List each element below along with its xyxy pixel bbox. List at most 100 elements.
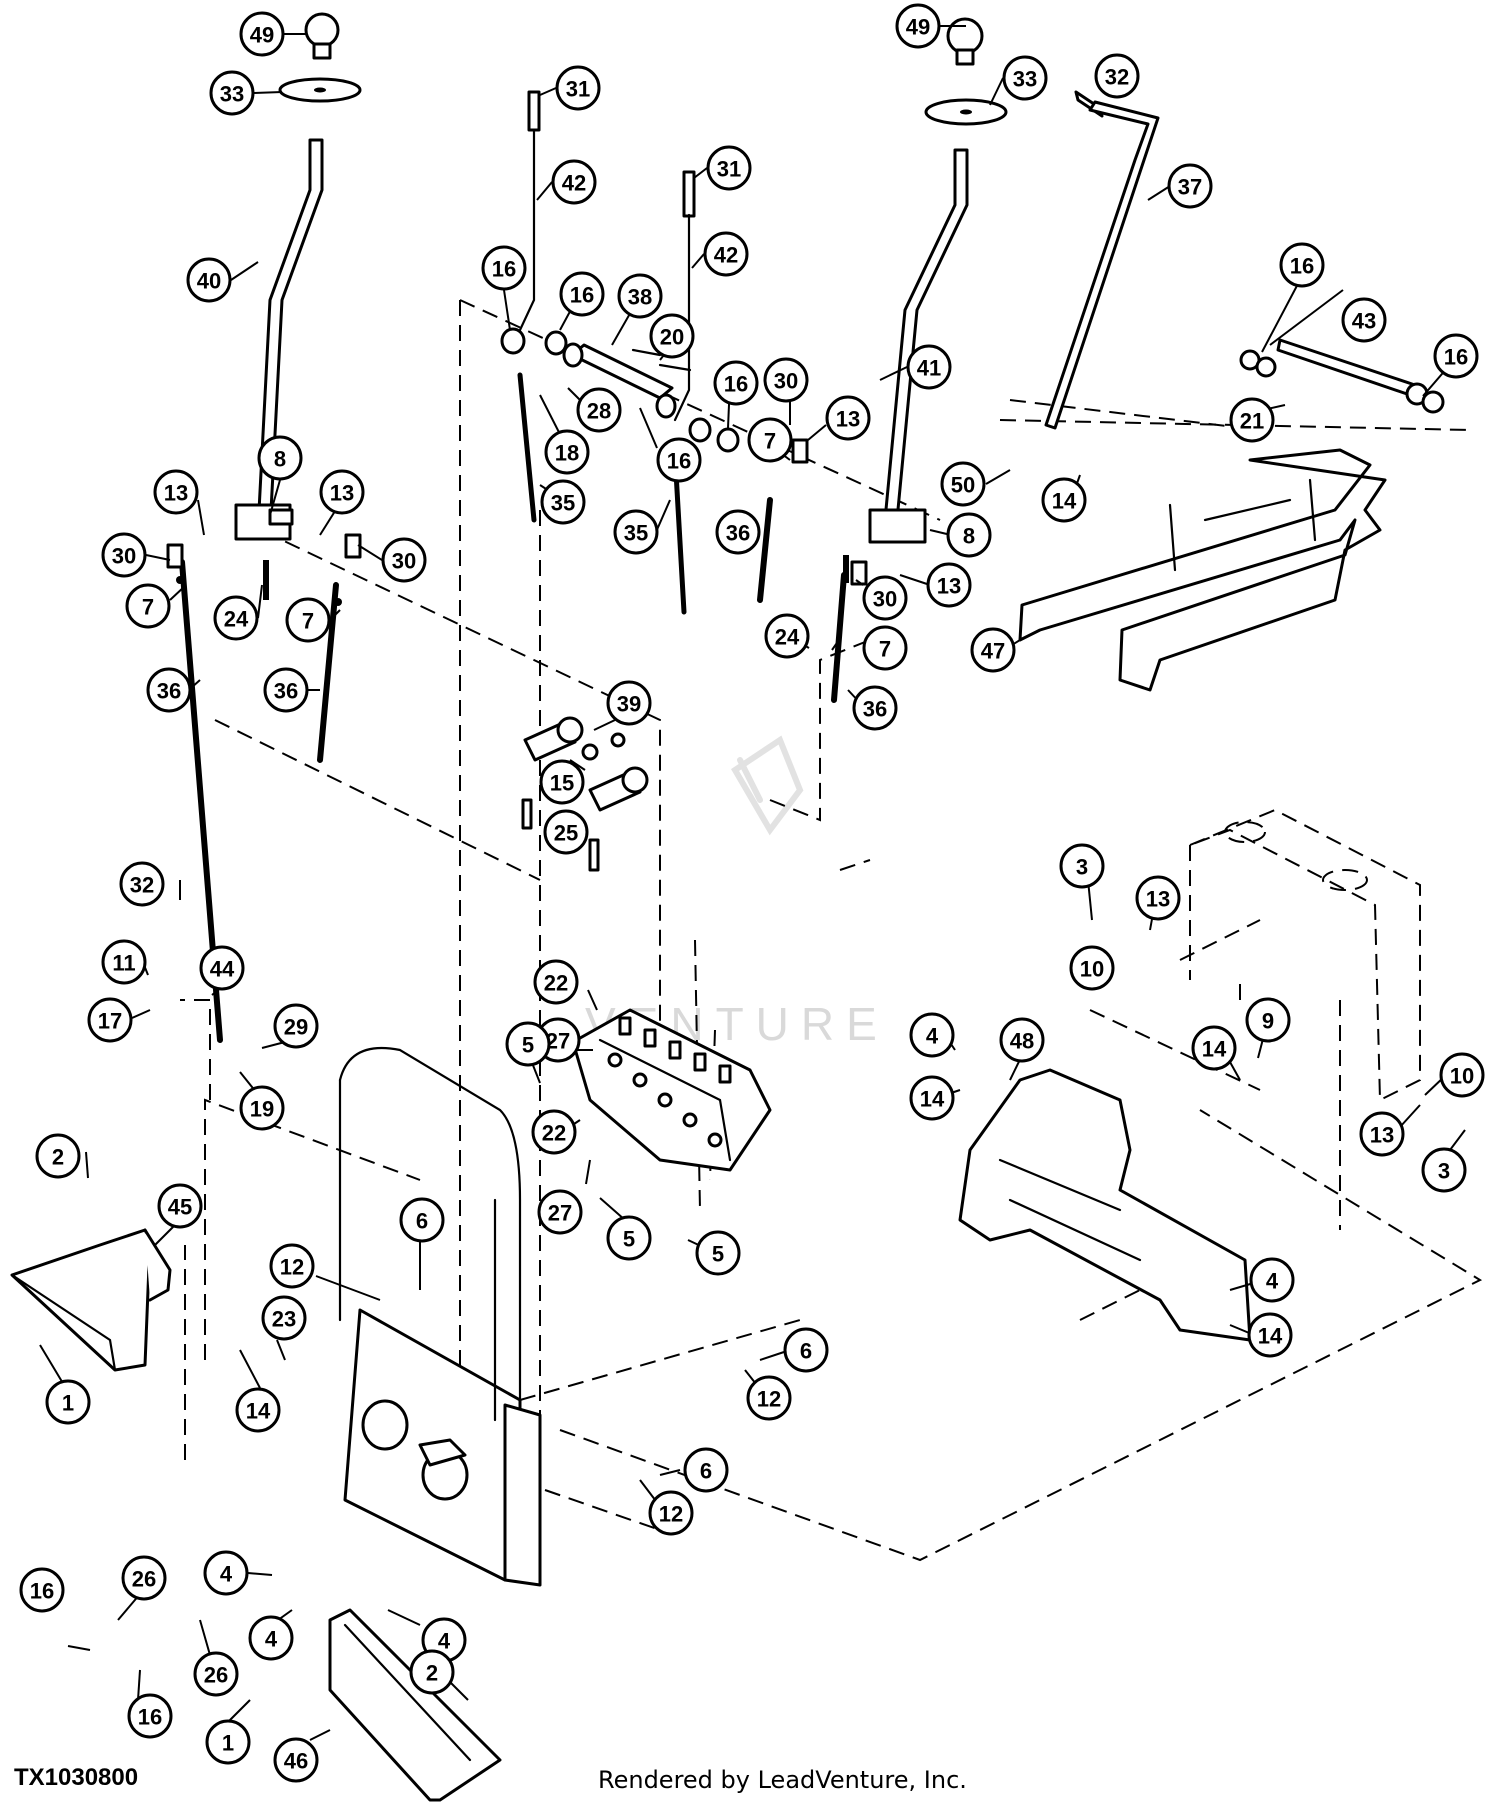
callout-number: 49	[906, 15, 930, 40]
callout-circle	[613, 509, 659, 555]
callout-number: 47	[981, 639, 1005, 664]
callout-number: 12	[757, 1387, 781, 1412]
lever-bracket-right	[868, 508, 927, 544]
callout-number: 4	[1266, 1269, 1279, 1294]
callout-number: 16	[724, 372, 748, 397]
callout-circle	[862, 625, 908, 671]
document-id: TX1030800	[14, 1764, 138, 1791]
callout-33: 33	[1002, 55, 1048, 101]
callout-circle	[906, 344, 952, 390]
callout-45: 45	[157, 1183, 203, 1229]
callout-circle	[544, 429, 590, 475]
callout-circle	[1229, 397, 1275, 443]
callout-number: 33	[220, 82, 244, 107]
callout-circle	[909, 1075, 955, 1121]
callout-circle	[533, 959, 579, 1005]
callout-number: 5	[623, 1227, 635, 1252]
knob-stem-left	[312, 42, 332, 60]
callout-circle	[852, 685, 898, 731]
callout-number: 19	[250, 1097, 274, 1122]
callout-number: 20	[660, 325, 684, 350]
callout-circle	[153, 469, 199, 515]
callout-number: 5	[522, 1033, 534, 1058]
callout-circle	[213, 595, 259, 641]
callout-circle	[606, 1215, 652, 1261]
callout-number: 16	[1444, 345, 1468, 370]
mount-bracket-48	[958, 1068, 1252, 1342]
callout-circle	[909, 1012, 955, 1058]
callout-10: 10	[1069, 945, 1115, 991]
callout-1: 1	[45, 1379, 91, 1425]
callout-number: 36	[863, 697, 887, 722]
callout-number: 23	[272, 1307, 296, 1332]
callout-number: 13	[330, 481, 354, 506]
callout-7: 7	[125, 583, 171, 629]
callout-46: 46	[273, 1737, 319, 1783]
callout-circle	[649, 313, 695, 359]
callout-41: 41	[906, 344, 952, 390]
callout-36: 36	[263, 667, 309, 713]
callout-9: 9	[1245, 997, 1291, 1043]
callout-number: 25	[554, 821, 578, 846]
callout-number: 48	[1010, 1029, 1034, 1054]
left-shield	[10, 1228, 172, 1372]
callout-number: 7	[142, 595, 154, 620]
callout-7: 7	[862, 625, 908, 671]
callout-16: 16	[713, 360, 759, 406]
callout-14: 14	[235, 1387, 281, 1433]
callout-number: 27	[548, 1201, 572, 1226]
callout-number: 3	[1438, 1159, 1450, 1184]
callout-number: 50	[951, 473, 975, 498]
callout-48: 48	[999, 1017, 1045, 1063]
callout-number: 42	[714, 243, 738, 268]
callout-circle	[205, 1719, 251, 1765]
callout-number: 13	[1146, 887, 1170, 912]
callout-circle	[539, 759, 585, 805]
callout-circle	[946, 512, 992, 558]
callout-17: 17	[87, 997, 133, 1043]
callout-circle	[193, 1651, 239, 1697]
callout-number: 35	[624, 521, 648, 546]
callout-number: 46	[284, 1749, 308, 1774]
callout-number: 26	[204, 1663, 228, 1688]
callout-5: 5	[695, 1230, 741, 1276]
callout-39: 39	[606, 680, 652, 726]
callout-number: 14	[1258, 1324, 1283, 1349]
callout-circle	[648, 1490, 694, 1536]
callout-29: 29	[273, 1003, 319, 1049]
callout-number: 4	[265, 1627, 278, 1652]
callout-4: 4	[248, 1615, 294, 1661]
callout-13: 13	[153, 469, 199, 515]
callout-number: 33	[1013, 67, 1037, 92]
callout-25: 25	[543, 809, 589, 855]
callout-number: 14	[1052, 489, 1077, 514]
callout-circle	[1094, 53, 1140, 99]
callout-4: 4	[909, 1012, 955, 1058]
left-control-lever-assembly	[166, 12, 362, 1043]
callout-number: 13	[164, 481, 188, 506]
right-control-lever-assembly	[757, 17, 1008, 703]
callout-number: 38	[628, 285, 652, 310]
callout-1: 1	[205, 1719, 251, 1765]
callout-circle	[1279, 242, 1325, 288]
callout-number: 13	[1370, 1123, 1394, 1148]
callout-8: 8	[946, 512, 992, 558]
callout-number: 14	[1202, 1037, 1227, 1062]
callout-circle	[825, 395, 871, 441]
callout-circle	[540, 479, 586, 525]
callout-circle	[409, 1649, 455, 1695]
callout-circle	[273, 1003, 319, 1049]
callout-number: 7	[764, 429, 776, 454]
callout-circle	[235, 1387, 281, 1433]
callout-31: 31	[706, 145, 752, 191]
callout-12: 12	[269, 1243, 315, 1289]
callout-number: 16	[30, 1579, 54, 1604]
callout-number: 22	[542, 1121, 566, 1146]
callout-number: 14	[920, 1087, 945, 1112]
callout-number: 12	[659, 1502, 683, 1527]
callout-circle	[551, 159, 597, 205]
callout-36: 36	[146, 667, 192, 713]
callout-circle	[101, 532, 147, 578]
clevis-30-a	[166, 543, 184, 569]
